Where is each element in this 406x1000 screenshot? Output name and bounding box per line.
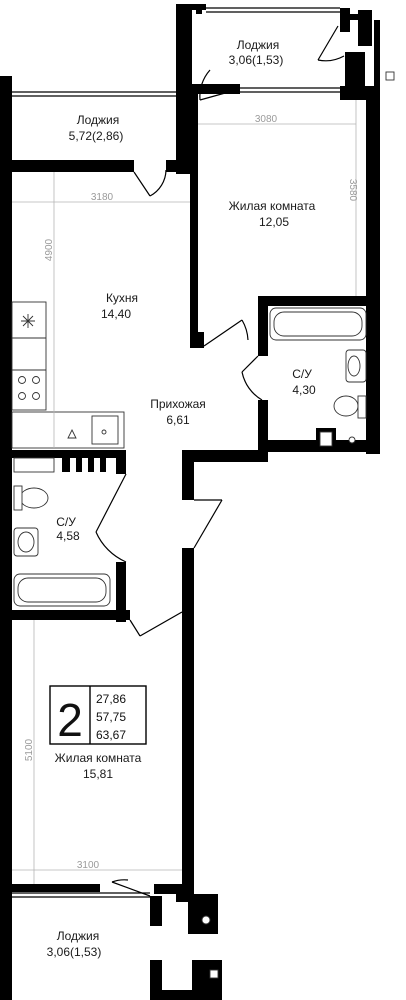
room-name-living-bottom: Жилая комната <box>55 751 142 765</box>
room-area-loggia-left: 5,72(2,86) <box>69 129 124 143</box>
dim-5100: 5100 <box>24 738 35 761</box>
summary-box: 2 27,86 57,75 63,67 <box>49 685 147 746</box>
room-name-kitchen: Кухня <box>106 291 138 305</box>
walls <box>0 4 380 1000</box>
room-area-kitchen: 14,40 <box>101 307 131 321</box>
room-name-loggia-bottom: Лоджия <box>57 929 100 943</box>
fixtures <box>11 71 395 979</box>
windows <box>9 7 340 997</box>
room-area-bath-left: 4,58 <box>56 529 80 543</box>
dimension-lines <box>12 100 357 884</box>
total-area: 57,75 <box>96 710 126 724</box>
dim-3100: 3100 <box>77 860 100 871</box>
room-area-loggia-bottom: 3,06(1,53) <box>47 945 102 959</box>
dim-3180: 3180 <box>91 192 114 203</box>
dim-4900: 4900 <box>44 238 55 261</box>
room-name-bath-right: С/У <box>292 367 312 381</box>
room-area-hall: 6,61 <box>166 413 190 427</box>
room-area-living-bottom: 15,81 <box>83 767 113 781</box>
dim-3580: 3580 <box>347 179 358 202</box>
dim-3080: 3080 <box>255 114 278 125</box>
room-name-hall: Прихожая <box>150 397 206 411</box>
room-area-living-top: 12,05 <box>259 215 289 229</box>
room-name-loggia-left: Лоджия <box>77 113 120 127</box>
room-area-bath-right: 4,30 <box>292 383 316 397</box>
room-name-bath-left: С/У <box>56 515 76 529</box>
room-area-loggia-top: 3,06(1,53) <box>229 53 284 67</box>
room-name-loggia-top: Лоджия <box>237 38 280 52</box>
doors <box>95 25 345 897</box>
rooms-count: 2 <box>57 694 83 746</box>
living-area: 27,86 <box>96 692 126 706</box>
area-with-loggias: 63,67 <box>96 728 126 742</box>
room-name-living-top: Жилая комната <box>229 199 316 213</box>
